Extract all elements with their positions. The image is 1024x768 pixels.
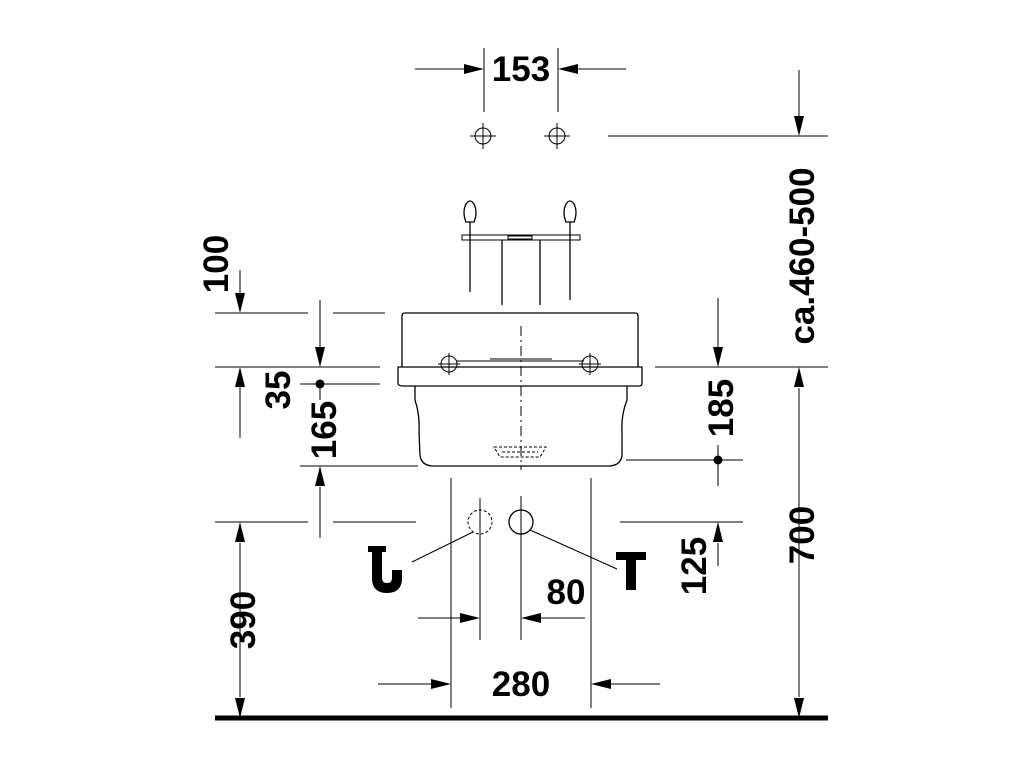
basin xyxy=(397,312,643,470)
dim-700: 700 xyxy=(783,506,822,564)
dim-80: 80 xyxy=(547,573,586,612)
dim-165: 165 xyxy=(305,401,344,459)
towel-rail xyxy=(461,200,581,305)
connections xyxy=(411,478,618,708)
dim-185: 185 xyxy=(702,379,741,437)
dim-ca-460-500: ca.460-500 xyxy=(783,167,822,344)
dim-153: 153 xyxy=(492,50,550,89)
dim-280: 280 xyxy=(492,665,550,704)
siphon-trap-icon xyxy=(368,546,402,593)
dim-125: 125 xyxy=(675,537,714,595)
dim-100: 100 xyxy=(197,235,236,293)
wall-mounting-holes xyxy=(415,48,626,149)
dim-35: 35 xyxy=(259,371,298,410)
tee-fitting-icon xyxy=(616,552,646,590)
dim-390: 390 xyxy=(224,591,263,649)
